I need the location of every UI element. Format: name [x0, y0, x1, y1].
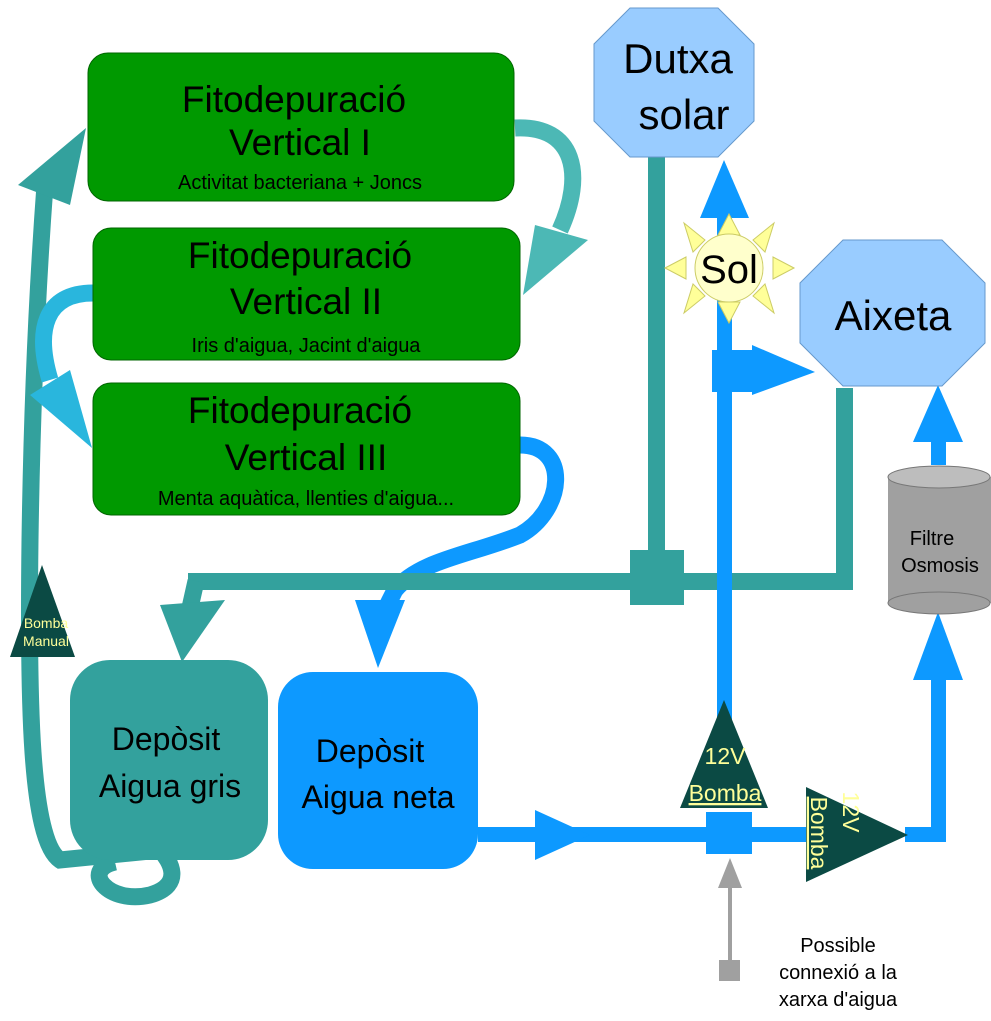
- clean-tank-label-2: Aigua neta: [301, 779, 454, 815]
- grey-water-tank: Depòsit Aigua gris: [70, 660, 268, 860]
- tap: Aixeta: [799, 239, 986, 387]
- shower-label-2: solar: [638, 91, 729, 138]
- shower-label-1: Dutxa: [623, 35, 733, 82]
- fito3-title-1: Fitodepuració: [188, 390, 412, 431]
- shower-drain-pipe: [648, 157, 665, 582]
- pipe-junction: [706, 812, 752, 854]
- pipe-arrowhead: [913, 612, 963, 680]
- note-line-3: xarxa d'aigua: [779, 989, 898, 1011]
- manual-pump-label-1: Bomba: [24, 615, 69, 631]
- pipe-arrowhead: [30, 370, 92, 448]
- pipe-arrowhead: [18, 128, 86, 205]
- pipe-arrowhead: [535, 810, 590, 860]
- fito1-box: Fitodepuració Vertical I Activitat bacte…: [87, 52, 515, 202]
- filter-label-1: Filtre: [910, 528, 954, 550]
- osmosis-filter: Filtre Osmosis: [887, 465, 991, 615]
- manual-pump-label-2: Manual: [23, 633, 69, 649]
- fito1-subtitle: Activitat bacteriana + Joncs: [178, 172, 422, 194]
- fito2-to-fito3-pipe: [35, 284, 94, 383]
- fito3-box: Fitodepuració Vertical III Menta aquàtic…: [92, 382, 521, 516]
- filter-to-tap-pipe: [931, 440, 946, 465]
- note-line-1: Possible: [800, 935, 876, 957]
- grey-tank-label-2: Aigua gris: [99, 768, 241, 804]
- mains-arrowhead: [718, 858, 742, 888]
- pump-up-label-2: Bomba: [689, 780, 762, 806]
- fito2-subtitle: Iris d'aigua, Jacint d'aigua: [192, 335, 422, 357]
- greywater-collector-pipe: [188, 573, 853, 590]
- clean-water-tank: Depòsit Aigua neta: [278, 672, 478, 869]
- fito2-title-2: Vertical II: [230, 281, 382, 322]
- filter-label-2: Osmosis: [901, 555, 979, 577]
- pipe-junction: [630, 550, 684, 605]
- pipe-arrowhead: [700, 160, 749, 218]
- pump-12v-vertical: 12V Bomba: [680, 700, 768, 808]
- pipe-arrowhead: [355, 600, 405, 668]
- mains-connection-pipe: [728, 880, 732, 960]
- filter-supply-pipe-v: [931, 675, 946, 842]
- fito1-title-1: Fitodepuració: [182, 79, 406, 120]
- tap-label: Aixeta: [835, 292, 952, 339]
- mains-note: Possible connexió a la xarxa d'aigua: [779, 935, 898, 1011]
- pump-right-label-1: 12V: [838, 792, 864, 834]
- pump-right-label-2: Bomba: [806, 797, 832, 870]
- pipe-arrowhead: [160, 600, 225, 662]
- sun-label: Sol: [700, 248, 758, 292]
- fito3-title-2: Vertical III: [225, 437, 387, 478]
- grey-tank-label-1: Depòsit: [112, 721, 221, 757]
- pipe-arrowhead: [752, 345, 815, 395]
- pump-12v-horizontal: 12V Bomba: [806, 787, 908, 882]
- note-line-2: connexió a la: [779, 962, 898, 984]
- sun-icon: Sol: [663, 212, 796, 325]
- fito2-box: Fitodepuració Vertical II Iris d'aigua, …: [92, 227, 521, 361]
- fito1-title-2: Vertical I: [229, 122, 371, 163]
- manual-pump-return-pipe: [20, 184, 181, 906]
- fito1-to-fito2-pipe: [514, 119, 582, 234]
- fito3-subtitle: Menta aquàtica, llenties d'aigua...: [158, 488, 454, 510]
- mains-connection-node: [719, 960, 740, 981]
- pump-up-label-1: 12V: [705, 743, 747, 769]
- fito2-title-1: Fitodepuració: [188, 235, 412, 276]
- tap-drain-pipe: [836, 388, 853, 590]
- pipe-arrowhead: [523, 225, 588, 295]
- solar-shower: Dutxa solar: [593, 7, 755, 158]
- pipe-arrowhead: [913, 385, 963, 442]
- manual-pump: Bomba Manual: [10, 565, 75, 657]
- clean-tank-label-1: Depòsit: [316, 733, 425, 769]
- fito3-to-clean-tank-pipe: [377, 436, 565, 614]
